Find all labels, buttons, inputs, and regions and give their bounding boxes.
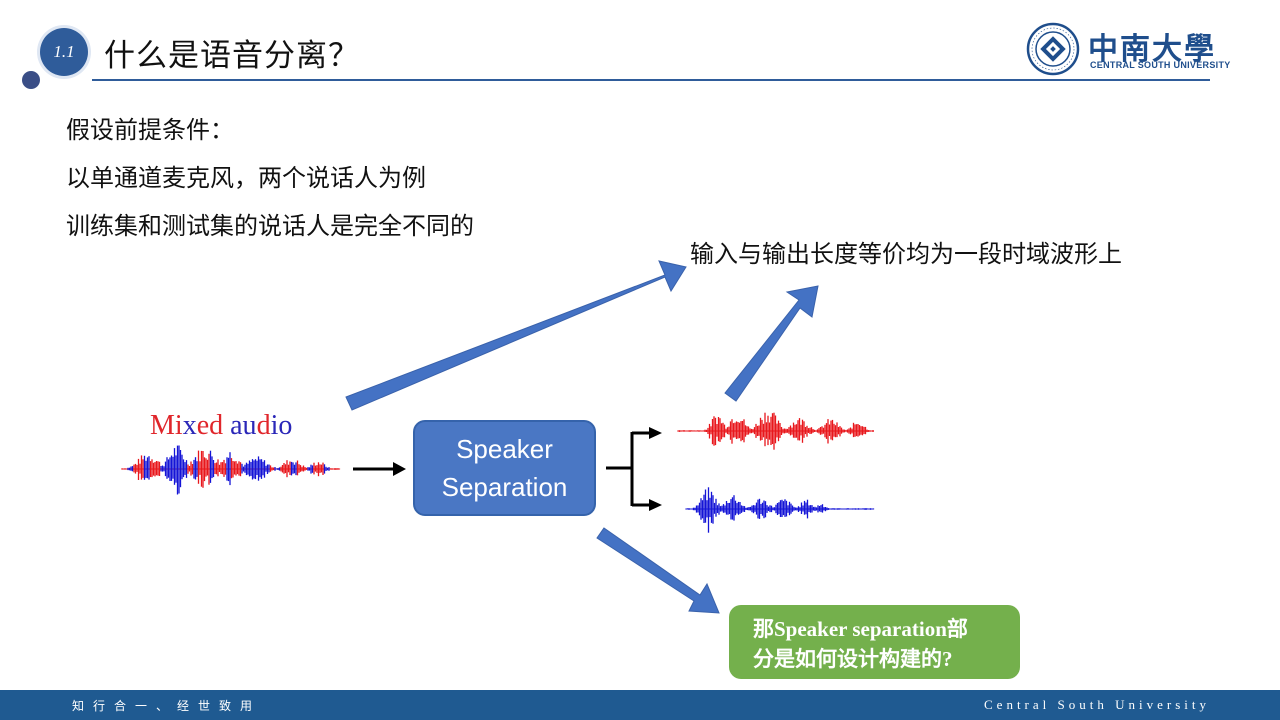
- speaker-separation-box: Speaker Separation: [413, 420, 596, 516]
- io-length-note: 输入与输出长度等价均为一段时域波形上: [690, 240, 1122, 268]
- page-title: 什么是语音分离？: [104, 38, 360, 74]
- logo-english-name: CENTRAL SOUTH UNIVERSITY: [1090, 60, 1231, 70]
- footer-motto: 知行合一、经世致用: [72, 699, 262, 713]
- mixed-audio-waveform: [121, 445, 341, 495]
- university-logo: 中南大學 CENTRAL SOUTH UNIVERSITY: [1026, 22, 1230, 76]
- speaker2-waveform: [685, 487, 875, 533]
- question-callout: 那Speaker separation部 分是如何设计构建的?: [729, 605, 1020, 679]
- separator-label-line2: Separation: [441, 472, 568, 502]
- arrow-to-io-note: [345, 260, 687, 411]
- section-number: 1.1: [53, 42, 75, 61]
- title-divider: [92, 79, 1210, 81]
- footer-university-name: Central South University: [984, 697, 1210, 712]
- question-line1: 那Speaker separation部: [753, 617, 968, 641]
- output-bracket-arrows: [606, 427, 662, 511]
- assumption-heading: 假设前提条件：: [66, 116, 234, 144]
- logo-chinese-name: 中南大學: [1088, 32, 1216, 67]
- mixed-audio-label: Mixed audio: [150, 410, 293, 441]
- university-seal-icon: [1026, 22, 1080, 76]
- question-line2: 分是如何设计构建的?: [753, 647, 953, 671]
- speaker1-waveform: [677, 412, 874, 450]
- separator-label-line1: Speaker: [456, 434, 553, 464]
- decorative-dot: [22, 71, 40, 89]
- assumption-item: 训练集和测试集的说话人是完全不同的: [66, 212, 474, 240]
- assumption-list: 假设前提条件： 以单通道麦克风，两个说话人为例 训练集和测试集的说话人是完全不同…: [66, 118, 474, 262]
- section-number-badge: 1.1: [40, 28, 88, 76]
- arrow-output-up: [724, 285, 819, 402]
- footer-bar: 知行合一、经世致用 Central South University: [0, 690, 1280, 720]
- assumption-item: 以单通道麦克风，两个说话人为例: [66, 164, 426, 192]
- arrow-to-question: [596, 527, 720, 614]
- input-arrow: [353, 462, 406, 476]
